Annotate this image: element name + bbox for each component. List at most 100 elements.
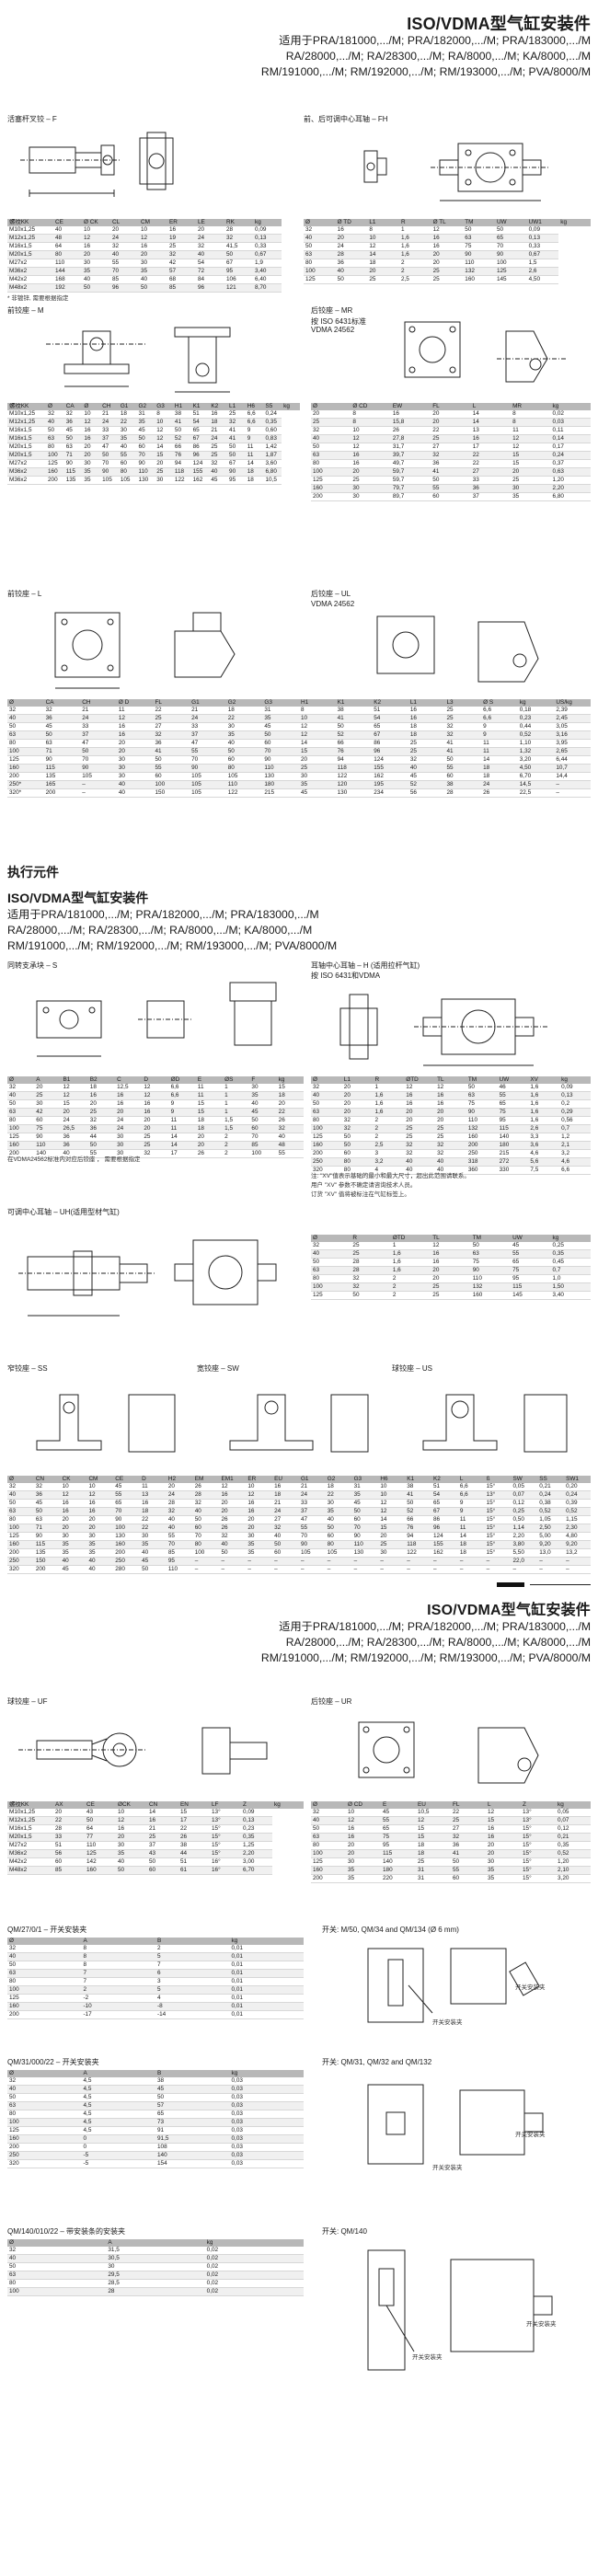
table-cell: 12 [378,1507,406,1516]
table-cell: 40 [225,739,263,748]
table-cell: 95 [224,267,253,276]
table-cell: 16 [209,410,228,419]
table-cell: 40 [139,275,167,284]
table-cell: 0,01 [229,2010,304,2019]
table-cell: 2 [373,1124,405,1133]
table-cell: 14 [245,459,264,468]
table-cell: 38 [178,1841,210,1850]
table-cell: 15° [484,1540,512,1549]
page-marker-bar [497,1582,524,1587]
table-cell: 52 [405,1507,431,1516]
table-cell: 110 [85,1841,116,1850]
table-front-bracket-m: 螺纹KK Ø CA Ø CH G1 G2 G3 H1 K1 K2 L1 H6 S… [7,403,300,485]
table-cell: 9 [481,730,518,740]
table-cell: 0,44 [517,722,555,731]
table-cell: 25 [142,1133,169,1142]
col-header: TL [435,1076,466,1084]
table-cell: 50 [227,443,246,452]
table-cell: 40 [404,1157,436,1167]
table-cell: 80 [118,467,137,477]
table-cell: 50 [82,283,110,293]
table-cell: 1 [223,1091,250,1100]
col-header: ER [167,219,196,226]
table-cell: 330 [497,1166,529,1175]
table-cell: 32 [444,730,482,740]
table-cell: -14 [155,2010,230,2019]
table-cell: M12x1,25 [7,234,53,243]
table-cell: 20 [82,443,101,452]
col-header: ß [484,1476,512,1483]
table-cell: 24 [100,418,119,427]
col-header: kg [550,1235,591,1242]
table-cell: 9,20 [564,1540,591,1549]
table-cell: 0,01 [229,1985,304,1995]
table-cell: 160 [7,1141,35,1150]
table-cell: 12 [60,1490,87,1500]
table-cell: 0,23 [241,1824,272,1834]
table-cell: 16 [246,1507,273,1516]
table-cell: 135 [33,1548,61,1558]
caption-front-bracket-l: 前铰座 – L [7,590,42,598]
table-cell: 19 [167,234,196,243]
table-cell: 38 [172,410,191,419]
table-cell: 110 [225,780,263,789]
table-cell: 16 [486,1833,521,1842]
table-cell: 16 [246,1499,273,1508]
table-cell: 12 [61,1091,88,1100]
table-cell: 55 [511,1249,551,1259]
col-header: SW [511,1476,538,1483]
col-header: L [457,1476,485,1483]
table-cell: 18 [140,1507,167,1516]
drawing-switch-qm31 [331,2072,589,2175]
table-cell: 4,50 [526,275,559,284]
table-cell: 26,5 [61,1124,88,1133]
table-cell: 12 [116,1816,147,1825]
table-cell: 18 [276,1091,304,1100]
col-header: LE [196,219,224,226]
table-cell: 15° [484,1515,512,1524]
col-header: Ø CD [351,403,391,410]
table-cell: 105 [118,476,137,485]
table-cell: 150 [33,1557,61,1566]
table-cell: 21 [190,707,226,715]
caption-rear-bracket-ul: 后铰座 – UL [311,590,351,598]
table-cell: 20 [431,1274,471,1283]
col-header: K2 [431,1476,458,1483]
table-cell: 50 [431,476,471,485]
table-cell: 150 [153,788,190,798]
table-cell: 14 [155,443,173,452]
table-cell: 100 [192,1548,220,1558]
col-header: CE [113,1476,141,1483]
table-cell: 16 [431,1249,471,1259]
table-cell: 25 [451,1816,486,1825]
table-cell: 40 [7,1952,82,1961]
table-cell: 45 [351,1499,379,1508]
table-cell: 32 [435,1149,466,1158]
table-cell: 20 [486,1849,521,1858]
table-cell: 76 [172,451,191,460]
table-cell: 155 [431,1540,458,1549]
table-cell: 33 [298,1499,326,1508]
table-cell: 40 [311,434,351,443]
table-cell: 0,13 [241,1816,272,1825]
table-cell: 32 [404,1149,436,1158]
table-cell: 25 [351,1242,391,1250]
table-cell: 41 [451,1849,486,1858]
table-cell: 8 [351,410,391,419]
table-cell: 100 [7,2287,107,2296]
callout: 开关安装夹 [412,2354,443,2361]
table-cell: 16 [140,1499,167,1508]
table-cell: M48x2 [7,283,53,293]
table-cell: 16 [116,730,154,740]
table-cell: 0,14 [550,434,591,443]
table-cell: 20 [435,1116,466,1125]
table-cell: 45 [63,426,83,435]
col-header: kg [229,2070,304,2077]
